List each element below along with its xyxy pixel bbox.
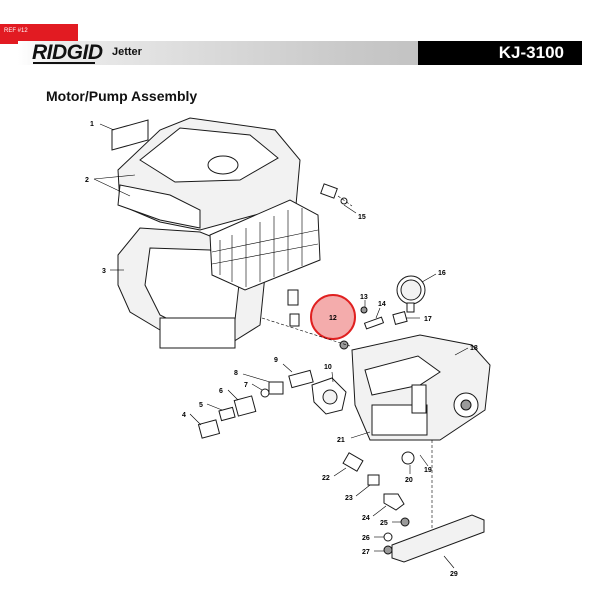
callout-13: 13 (360, 294, 368, 301)
part-18-pump[interactable] (351, 334, 491, 441)
part-9-fitting[interactable] (282, 363, 314, 389)
part-5-nipple[interactable] (206, 403, 236, 422)
callout-18: 18 (470, 345, 478, 352)
callout-1: 1 (90, 121, 94, 128)
part-23-fitting[interactable] (355, 474, 380, 497)
air-filter-cage[interactable] (209, 199, 321, 291)
product-name: Jetter (112, 46, 142, 58)
part-16-pressure-gauge[interactable] (396, 273, 437, 313)
model-number: KJ-3100 (418, 41, 582, 65)
callout-21: 21 (337, 437, 345, 444)
engine-shroud[interactable] (117, 117, 301, 231)
part-27-nut[interactable] (374, 545, 393, 555)
part-4-inlet[interactable] (189, 413, 221, 439)
callout-5: 5 (199, 402, 203, 409)
part-13-bolt[interactable] (360, 300, 368, 314)
callout-24: 24 (362, 515, 370, 522)
part-26-washer[interactable] (374, 532, 393, 542)
part-14-bolt[interactable] (363, 307, 385, 330)
part-1-decal[interactable] (99, 119, 149, 151)
callout-7: 7 (244, 382, 248, 389)
leader-2a (93, 174, 136, 180)
part-8-fitting[interactable] (242, 373, 284, 395)
callout-12: 12 (329, 315, 337, 322)
part-20-fitting[interactable] (401, 451, 415, 474)
leader-21 (350, 431, 371, 439)
callout-8: 8 (234, 370, 238, 377)
callout-17: 17 (424, 316, 432, 323)
callout-26: 26 (362, 535, 370, 542)
callout-19: 19 (424, 467, 432, 474)
callout-2: 2 (85, 177, 89, 184)
page-title: Motor/Pump Assembly (46, 88, 198, 104)
callout-27: 27 (362, 549, 370, 556)
callout-3: 3 (102, 268, 106, 275)
brand-logo-underline (33, 62, 95, 64)
part-7-washer[interactable] (251, 383, 270, 398)
callout-6: 6 (219, 388, 223, 395)
part-12-shaft-key[interactable] (261, 289, 356, 350)
part-24-elbow[interactable] (372, 493, 405, 517)
part-29-mounting-rail[interactable] (391, 440, 485, 569)
leader-19 (419, 454, 429, 467)
part-17-fitting[interactable] (392, 311, 420, 325)
callout-10: 10 (324, 364, 332, 371)
callout-9: 9 (274, 357, 278, 364)
part-10-unloader[interactable] (311, 371, 347, 415)
leader-2b (93, 178, 131, 197)
callout-16: 16 (438, 270, 446, 277)
part-22-fitting[interactable] (333, 452, 364, 477)
callout-4: 4 (182, 412, 186, 419)
part-6-coupler[interactable] (227, 389, 257, 417)
callout-20: 20 (405, 477, 413, 484)
callout-29: 29 (450, 571, 458, 578)
reference-tag: REF #12 (0, 24, 78, 44)
callout-15: 15 (358, 214, 366, 221)
exploded-parts-diagram: 1 2 3 4 5 6 7 8 9 10 12 13 14 15 16 17 1… (85, 117, 491, 578)
callout-22: 22 (322, 475, 330, 482)
callout-23: 23 (345, 495, 353, 502)
part-25-nut[interactable] (392, 517, 410, 527)
brand-logo: RIDGID (32, 41, 103, 64)
part-15-fitting[interactable] (320, 183, 357, 214)
callout-14: 14 (378, 301, 386, 308)
callout-25: 25 (380, 520, 388, 527)
